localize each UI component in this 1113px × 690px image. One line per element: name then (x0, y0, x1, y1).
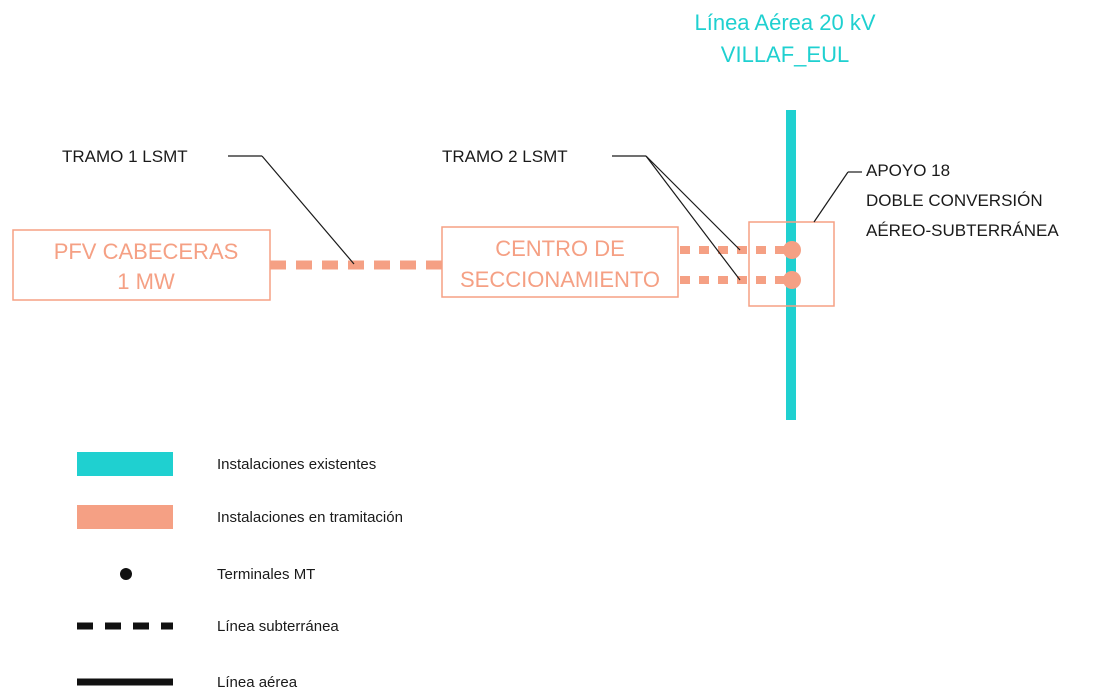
overhead-line-code: VILLAF_EUL (721, 42, 849, 67)
pfv-label-line1: PFV CABECERAS (54, 239, 239, 264)
overhead-line-title: Línea Aérea 20 kV (694, 10, 875, 35)
centro-label-line2: SECCIONAMIENTO (460, 267, 660, 292)
legend-label-terminal: Terminales MT (217, 566, 315, 583)
tramo-1-callout: TRAMO 1 LSMT (62, 147, 355, 265)
mt-terminal-upper (783, 241, 801, 259)
tramo-2-callout: TRAMO 2 LSMT (442, 147, 741, 281)
legend-symbol-terminal (120, 568, 132, 580)
pfv-label-line2: 1 MW (117, 269, 175, 294)
legend-label-overhead: Línea aérea (217, 674, 298, 690)
legend-symbol-in-process (77, 505, 173, 529)
apoyo-label-line2: DOBLE CONVERSIÓN (866, 191, 1043, 210)
legend-symbol-existing (77, 452, 173, 476)
tramo-2-label: TRAMO 2 LSMT (442, 147, 568, 166)
legend-label-underground: Línea subterránea (217, 618, 339, 635)
overhead-line-20kv (786, 110, 796, 420)
legend: Instalaciones existentes Instalaciones e… (77, 452, 403, 690)
apoyo-label-line3: AÉREO-SUBTERRÁNEA (866, 221, 1059, 240)
apoyo-18-callout: APOYO 18 DOBLE CONVERSIÓN AÉREO-SUBTERRÁ… (813, 161, 1059, 240)
legend-label-in-process: Instalaciones en tramitación (217, 509, 403, 526)
legend-label-existing: Instalaciones existentes (217, 456, 376, 473)
pfv-cabeceras-node: PFV CABECERAS 1 MW (12, 229, 271, 301)
tramo-1-label: TRAMO 1 LSMT (62, 147, 188, 166)
centro-seccionamiento-node: CENTRO DE SECCIONAMIENTO (441, 226, 679, 298)
apoyo-label-line1: APOYO 18 (866, 161, 950, 180)
apoyo-18-box (748, 221, 835, 307)
mt-terminal-lower (783, 271, 801, 289)
centro-label-line1: CENTRO DE (495, 236, 625, 261)
